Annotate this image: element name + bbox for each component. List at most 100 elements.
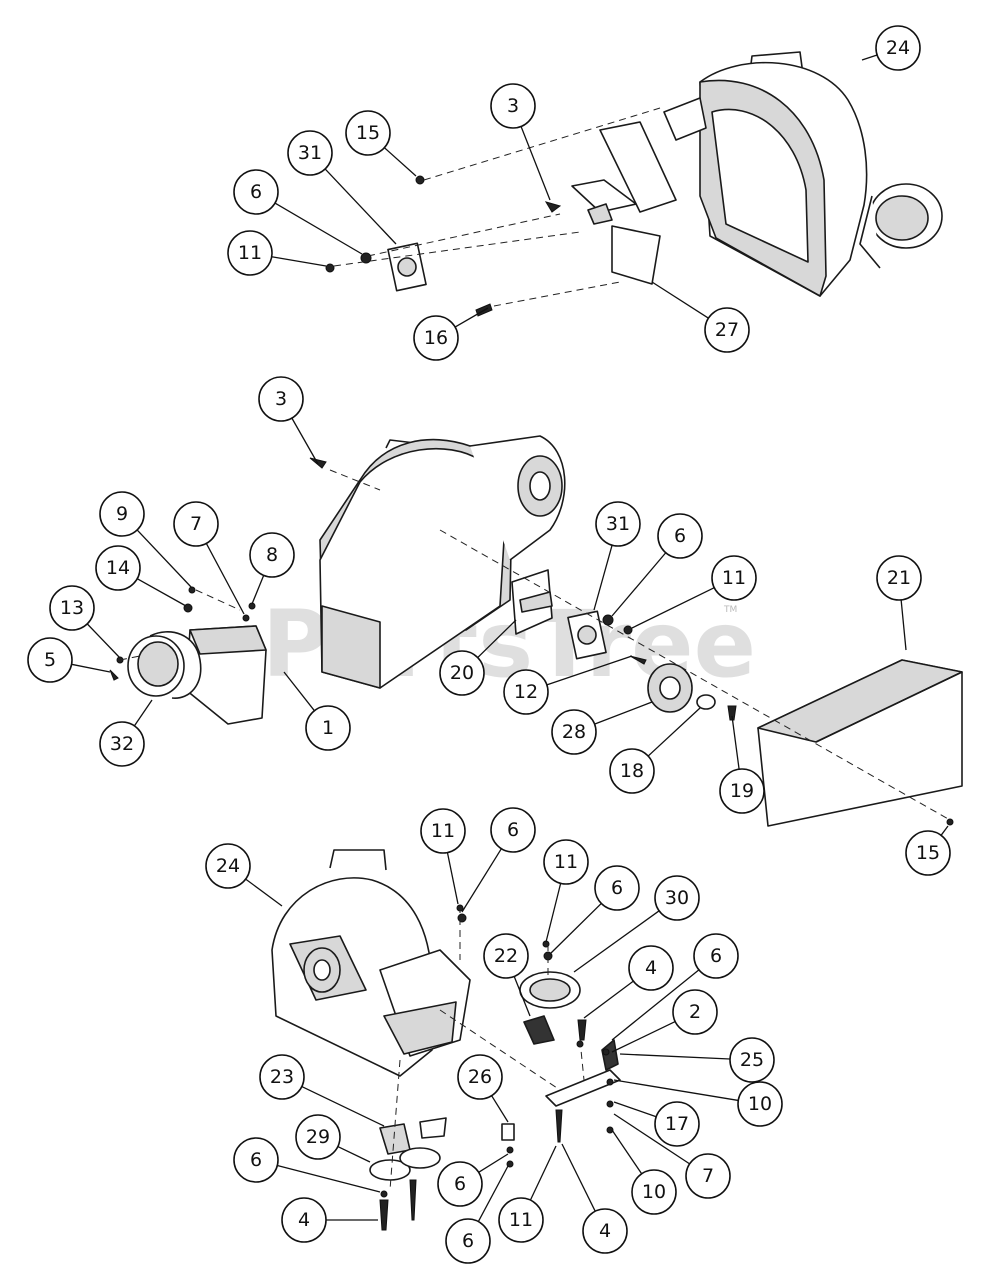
callout-23: 23 bbox=[259, 1054, 305, 1100]
leader-line bbox=[324, 168, 397, 245]
callout-3: 3 bbox=[490, 83, 536, 129]
bolt-19 bbox=[727, 705, 737, 721]
callout-circle bbox=[595, 501, 641, 547]
leader-line bbox=[619, 1053, 731, 1060]
callout-7: 7 bbox=[173, 501, 219, 547]
callout-number: 10 bbox=[748, 1093, 772, 1115]
callout-number: 11 bbox=[722, 567, 746, 589]
callout-circle bbox=[233, 169, 279, 215]
callout-number: 26 bbox=[468, 1066, 492, 1088]
callout-4: 4 bbox=[281, 1197, 327, 1243]
callout-number: 30 bbox=[665, 887, 689, 909]
nut-11-bottom-c bbox=[506, 1160, 514, 1168]
callout-number: 31 bbox=[298, 142, 322, 164]
leader-line bbox=[245, 878, 283, 907]
chute-1 bbox=[185, 625, 267, 725]
leader-line bbox=[647, 707, 701, 757]
nut-10-b bbox=[606, 1126, 614, 1134]
callout-number: 3 bbox=[275, 388, 287, 410]
callout-circle bbox=[439, 650, 485, 696]
leader-line bbox=[274, 202, 363, 255]
callout-6: 6 bbox=[445, 1218, 491, 1264]
callout-number: 23 bbox=[270, 1066, 294, 1088]
leader-line bbox=[291, 417, 319, 465]
leader-line bbox=[861, 54, 878, 61]
nut-11-top bbox=[325, 263, 335, 273]
callout-circle bbox=[654, 875, 700, 921]
callout-circle bbox=[258, 376, 304, 422]
callout-number: 24 bbox=[886, 37, 910, 59]
pulleys-29 bbox=[369, 1147, 441, 1181]
leader-line bbox=[513, 976, 531, 1017]
callout-circle bbox=[281, 1197, 327, 1243]
callout-number: 2 bbox=[689, 1001, 701, 1023]
bearing-flange-31-top bbox=[387, 242, 427, 292]
callout-circle bbox=[594, 865, 640, 911]
callout-circle bbox=[99, 491, 145, 537]
callout-number: 17 bbox=[665, 1113, 689, 1135]
callout-circle bbox=[498, 1197, 544, 1243]
blower-housing-middle bbox=[319, 435, 566, 689]
leader-line bbox=[446, 852, 459, 905]
callout-22: 22 bbox=[483, 933, 529, 979]
tray-21 bbox=[757, 659, 963, 827]
leader-line bbox=[478, 1153, 509, 1173]
callout-25: 25 bbox=[729, 1037, 775, 1083]
callout-31: 31 bbox=[287, 130, 333, 176]
callout-circle bbox=[287, 130, 333, 176]
callout-circle bbox=[27, 637, 73, 683]
callout-circle bbox=[543, 839, 589, 885]
callout-circle bbox=[693, 933, 739, 979]
callout-circle bbox=[503, 669, 549, 715]
callout-circle bbox=[457, 1054, 503, 1100]
callout-15: 15 bbox=[345, 110, 391, 156]
callout-number: 31 bbox=[606, 513, 630, 535]
bearing-flange-31-middle bbox=[567, 610, 607, 660]
callout-10: 10 bbox=[737, 1081, 783, 1127]
leader-line bbox=[594, 701, 653, 725]
callout-circle bbox=[259, 1054, 305, 1100]
callout-19: 19 bbox=[719, 768, 765, 814]
nut-10-a bbox=[606, 1078, 614, 1086]
callout-circle bbox=[631, 1169, 677, 1215]
callout-number: 7 bbox=[702, 1165, 714, 1187]
tube-32 bbox=[127, 631, 202, 699]
bracket-20 bbox=[511, 569, 553, 635]
leader-line bbox=[86, 623, 121, 659]
leader-line bbox=[277, 1164, 381, 1193]
callout-number: 19 bbox=[730, 780, 754, 802]
callout-number: 6 bbox=[250, 181, 262, 203]
callout-number: 24 bbox=[216, 855, 240, 877]
callout-circle bbox=[657, 513, 703, 559]
spacer-26 bbox=[501, 1123, 515, 1141]
bracket-23 bbox=[379, 1117, 447, 1155]
leader-line bbox=[477, 619, 517, 659]
callout-27: 27 bbox=[704, 307, 750, 353]
leader-line bbox=[71, 663, 111, 673]
callout-12: 12 bbox=[503, 669, 549, 715]
callout-10: 10 bbox=[631, 1169, 677, 1215]
callout-circle bbox=[249, 532, 295, 578]
callout-number: 11 bbox=[238, 242, 262, 264]
nut-11-middle bbox=[623, 625, 633, 635]
callout-circle bbox=[628, 945, 674, 991]
callout-number: 7 bbox=[190, 513, 202, 535]
spacer-2 bbox=[602, 1048, 610, 1056]
callout-circle bbox=[99, 721, 145, 767]
callout-number: 27 bbox=[715, 319, 739, 341]
callout-number: 6 bbox=[674, 525, 686, 547]
callout-15: 15 bbox=[905, 830, 951, 876]
callout-17: 17 bbox=[654, 1101, 700, 1147]
callout-31: 31 bbox=[595, 501, 641, 547]
callout-7: 7 bbox=[685, 1153, 731, 1199]
dash-lines-middle bbox=[119, 469, 951, 821]
bolt-15-top bbox=[415, 175, 425, 185]
callout-circle bbox=[413, 315, 459, 361]
leader-line bbox=[337, 1145, 371, 1163]
bolt-15-middle bbox=[946, 818, 954, 826]
leader-line bbox=[491, 1095, 509, 1123]
key-12 bbox=[629, 655, 647, 665]
callout-number: 25 bbox=[740, 1049, 764, 1071]
